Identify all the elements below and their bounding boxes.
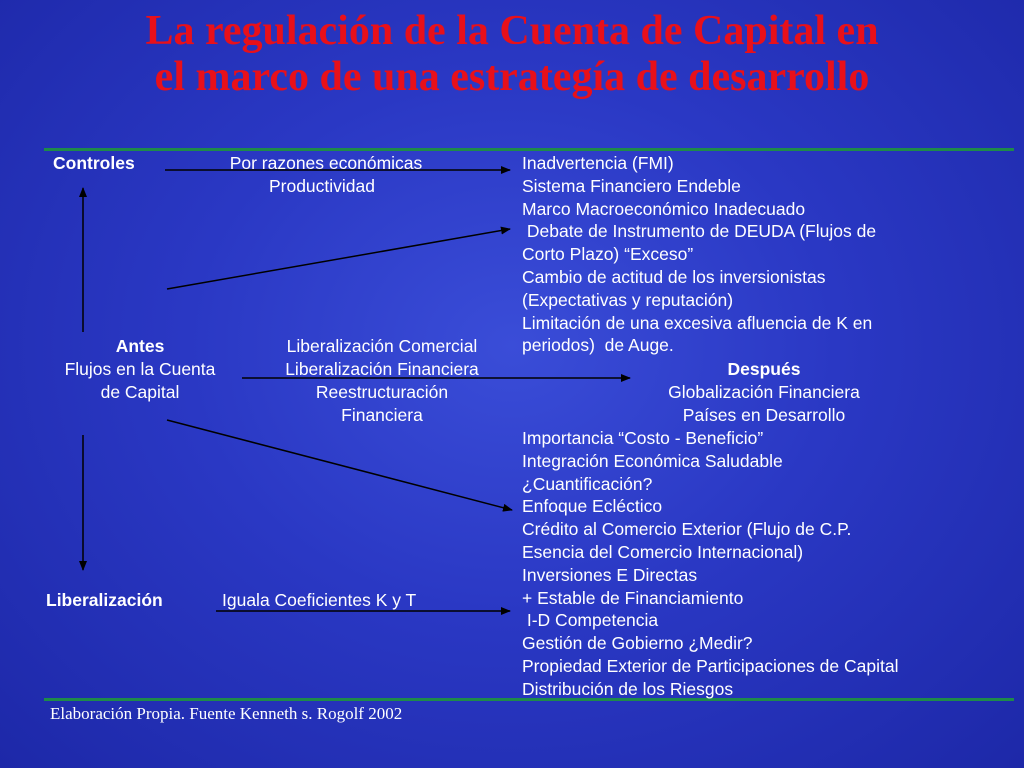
- arrow-diagonal-down: [166, 419, 513, 512]
- lib-line-4: Financiera: [341, 405, 423, 425]
- list-item: Limitación de una excesiva afluencia de …: [522, 312, 873, 333]
- top-divider: [44, 148, 1014, 151]
- list-item: Integración Económica Saludable: [522, 450, 783, 471]
- list-item: ¿Cuantificación?: [522, 473, 653, 494]
- antes-label: Antes: [115, 336, 165, 356]
- list-item: Inadvertencia (FMI): [522, 153, 674, 173]
- list-item: Importancia “Costo - Beneficio”: [522, 428, 764, 448]
- lib-line-3: Reestructuración: [315, 382, 449, 402]
- list-item: Crédito al Comercio Exterior (Flujo de C…: [522, 519, 852, 540]
- slide-title: La regulación de la Cuenta de Capital en…: [0, 8, 1024, 100]
- list-item: Distribución de los Riesgos: [522, 678, 734, 699]
- list-item: Esencia del Comercio Internacional): [522, 541, 804, 562]
- despues-line-1: Globalización Financiera: [668, 382, 860, 402]
- title-line-2: el marco de una estrategía de desarrollo: [154, 54, 870, 100]
- flujos-line-1: Flujos en la Cuenta: [64, 359, 216, 379]
- iguala-label: Iguala Coeficientes K y T: [222, 590, 417, 610]
- lib-line-1: Liberalización Comercial: [286, 336, 478, 356]
- list-item: Gestión de Gobierno ¿Medir?: [522, 633, 753, 654]
- list-item: Inversiones E Directas: [522, 564, 698, 585]
- arrow-diagonal-up: [166, 226, 511, 290]
- list-item: + Estable de Financiamiento: [522, 587, 744, 608]
- list-item: (Expectativas y reputación): [522, 289, 734, 310]
- list-item: periodos) de Auge.: [522, 335, 674, 356]
- source-footer: Elaboración Propia. Fuente Kenneth s. Ro…: [50, 704, 403, 723]
- list-item: Marco Macroeconómico Inadecuado: [522, 198, 806, 219]
- bottom-divider: [44, 698, 1014, 701]
- liberalizacion-label: Liberalización: [46, 590, 163, 610]
- despues-label: Después: [727, 359, 801, 379]
- flujos-line-2: de Capital: [100, 382, 180, 402]
- top-list: Inadvertencia (FMI) Sistema Financiero E…: [522, 152, 876, 357]
- list-item: Corto Plazo) “Exceso”: [522, 244, 694, 265]
- list-item: Enfoque Ecléctico: [522, 496, 663, 517]
- lib-line-2: Liberalización Financiera: [285, 359, 479, 379]
- list-item: Cambio de actitud de los inversionistas: [522, 266, 826, 287]
- list-item: I-D Competencia: [522, 610, 659, 631]
- list-item: Sistema Financiero Endeble: [522, 175, 741, 196]
- list-item: Debate de Instrumento de DEUDA (Flujos d…: [522, 221, 877, 242]
- despues-line-2: Países en Desarrollo: [682, 405, 846, 425]
- title-line-1: La regulación de la Cuenta de Capital en: [145, 8, 879, 54]
- razones-line-1: Por razones económicas: [229, 153, 423, 173]
- controles-label: Controles: [53, 153, 135, 173]
- bottom-list: Importancia “Costo - Beneficio” Integrac…: [522, 427, 898, 701]
- razones-line-2: Productividad: [268, 176, 376, 196]
- list-item: Propiedad Exterior de Participaciones de…: [522, 655, 899, 676]
